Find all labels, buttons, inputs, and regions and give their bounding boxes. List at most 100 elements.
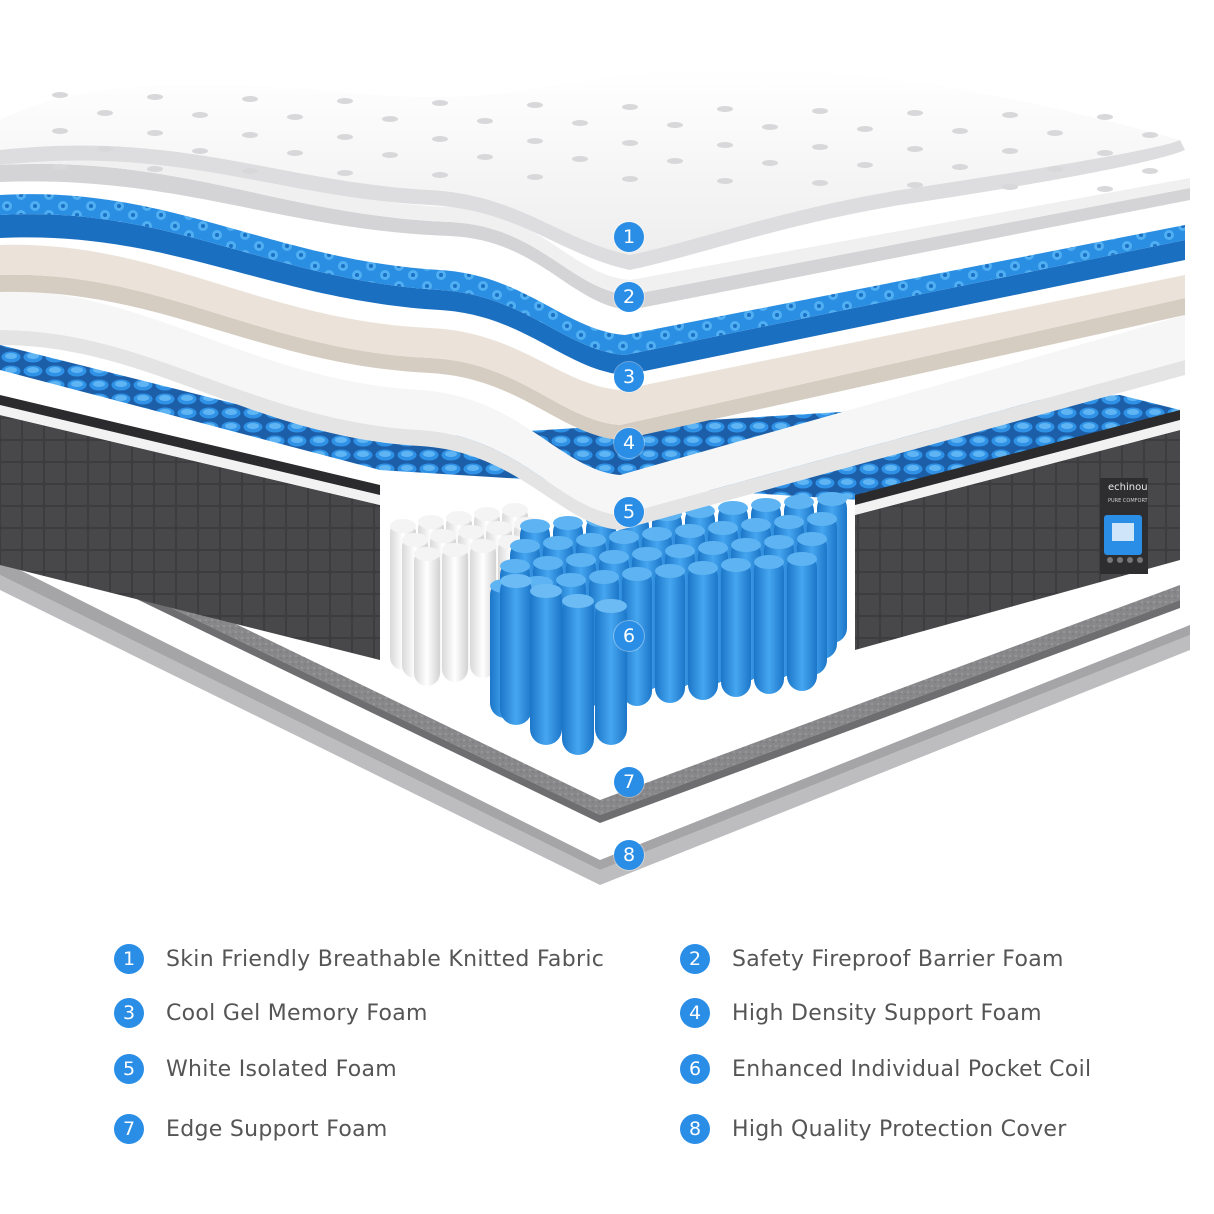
legend-item-5: 5 White Isolated Foam bbox=[114, 1052, 397, 1086]
quilt-tuft bbox=[242, 96, 258, 102]
pocket-coil-top bbox=[807, 512, 837, 526]
pocket-coil-top bbox=[510, 539, 540, 553]
quilt-tuft bbox=[382, 152, 398, 158]
quilt-tuft bbox=[812, 144, 828, 150]
quilt-tuft bbox=[147, 94, 163, 100]
legend-item-4: 4 High Density Support Foam bbox=[680, 996, 1042, 1030]
quilt-tuft bbox=[622, 140, 638, 146]
layer-badge-8: 8 bbox=[614, 840, 644, 870]
legend-number-8: 8 bbox=[680, 1114, 710, 1144]
legend-item-8: 8 High Quality Protection Cover bbox=[680, 1112, 1067, 1146]
pocket-coil-top bbox=[566, 553, 596, 567]
quilt-tuft bbox=[762, 124, 778, 130]
quilt-tuft bbox=[192, 148, 208, 154]
pocket-coil-top bbox=[721, 558, 751, 572]
pocket-coil-top bbox=[688, 561, 718, 575]
pocket-coil bbox=[500, 575, 532, 725]
legend-item-6: 6 Enhanced Individual Pocket Coil bbox=[680, 1052, 1091, 1086]
quilt-tuft bbox=[52, 128, 68, 134]
quilt-tuft bbox=[717, 142, 733, 148]
pocket-coil bbox=[688, 562, 718, 700]
pocket-coil-top bbox=[390, 519, 416, 533]
pocket-coil-top bbox=[642, 527, 672, 541]
quilt-tuft bbox=[717, 106, 733, 112]
pocket-coil-top bbox=[632, 547, 662, 561]
pocket-coil bbox=[530, 585, 562, 745]
pocket-coil bbox=[721, 559, 751, 697]
pocket-coil-top bbox=[576, 533, 606, 547]
pocket-coil-top bbox=[731, 538, 761, 552]
quilt-tuft bbox=[1047, 130, 1063, 136]
pocket-coil-top bbox=[751, 498, 781, 512]
quilt-tuft bbox=[287, 114, 303, 120]
quilt-tuft bbox=[147, 130, 163, 136]
mattress-layers-graphic bbox=[0, 69, 1190, 885]
quilt-tuft bbox=[527, 138, 543, 144]
brand-name: echinou bbox=[1108, 482, 1148, 493]
pocket-coil-top bbox=[500, 574, 532, 588]
pocket-coil bbox=[655, 565, 685, 703]
quilt-tuft bbox=[337, 134, 353, 140]
legend-number-6: 6 bbox=[680, 1054, 710, 1084]
pocket-coil-top bbox=[609, 530, 639, 544]
quilt-tuft bbox=[812, 108, 828, 114]
legend-label-3: Cool Gel Memory Foam bbox=[166, 1000, 428, 1026]
legend-number-7: 7 bbox=[114, 1114, 144, 1144]
quilt-tuft bbox=[1097, 150, 1113, 156]
quilt-tuft bbox=[667, 158, 683, 164]
quilt-tuft bbox=[432, 172, 448, 178]
layer-legend: 1 Skin Friendly Breathable Knitted Fabri… bbox=[0, 930, 1214, 1170]
quilt-tuft bbox=[572, 156, 588, 162]
pocket-coil-top bbox=[589, 570, 619, 584]
pocket-coil-top bbox=[675, 524, 705, 538]
quilt-tuft bbox=[1142, 132, 1158, 138]
pocket-coil bbox=[442, 544, 468, 682]
quilt-tuft bbox=[952, 164, 968, 170]
pocket-coil-top bbox=[533, 556, 563, 570]
pocket-coil-top bbox=[698, 541, 728, 555]
quilt-tuft bbox=[1097, 114, 1113, 120]
quilt-tuft bbox=[527, 174, 543, 180]
pocket-coil-top bbox=[543, 536, 573, 550]
quilt-tuft bbox=[337, 98, 353, 104]
pocket-coil-top bbox=[502, 503, 528, 517]
legend-item-1: 1 Skin Friendly Breathable Knitted Fabri… bbox=[114, 942, 604, 976]
pocket-coil-top bbox=[458, 525, 484, 539]
pocket-coil bbox=[414, 548, 440, 686]
layer-badge-3: 3 bbox=[614, 362, 644, 392]
quilt-tuft bbox=[192, 112, 208, 118]
brand-tagline: PURE COMFORT bbox=[1108, 498, 1148, 504]
pocket-coil-top bbox=[595, 599, 627, 613]
quilt-tuft bbox=[432, 136, 448, 142]
pocket-coil-top bbox=[655, 564, 685, 578]
quilt-tuft bbox=[242, 168, 258, 174]
pocket-coil bbox=[787, 553, 817, 691]
pocket-coil-top bbox=[562, 594, 594, 608]
pocket-coil-top bbox=[774, 515, 804, 529]
quilt-tuft bbox=[97, 110, 113, 116]
quilt-tuft bbox=[667, 122, 683, 128]
quilt-tuft bbox=[812, 180, 828, 186]
quilt-tuft bbox=[52, 92, 68, 98]
layer-badge-4: 4 bbox=[614, 428, 644, 458]
legend-label-4: High Density Support Foam bbox=[732, 1000, 1042, 1026]
legend-number-3: 3 bbox=[114, 998, 144, 1028]
pocket-coil-top bbox=[556, 573, 586, 587]
legend-label-1: Skin Friendly Breathable Knitted Fabric bbox=[166, 946, 605, 972]
pocket-coil-top bbox=[708, 521, 738, 535]
quilt-tuft bbox=[527, 102, 543, 108]
pocket-coil-top bbox=[474, 507, 500, 521]
mattress-illustration: echinou PURE COMFORT 1 2 3 4 5 6 7 8 bbox=[0, 69, 1190, 885]
legend-item-2: 2 Safety Fireproof Barrier Foam bbox=[680, 942, 1064, 976]
pocket-coil-top bbox=[500, 559, 530, 573]
pocket-coil-top bbox=[665, 544, 695, 558]
quilt-tuft bbox=[477, 154, 493, 160]
legend-label-6: Enhanced Individual Pocket Coil bbox=[732, 1056, 1092, 1082]
layer-badge-2: 2 bbox=[614, 282, 644, 312]
pocket-coil-top bbox=[530, 584, 562, 598]
pocket-coil-top bbox=[817, 492, 847, 506]
quilt-tuft bbox=[287, 150, 303, 156]
legend-item-7: 7 Edge Support Foam bbox=[114, 1112, 388, 1146]
quilt-tuft bbox=[857, 162, 873, 168]
legend-number-4: 4 bbox=[680, 998, 710, 1028]
